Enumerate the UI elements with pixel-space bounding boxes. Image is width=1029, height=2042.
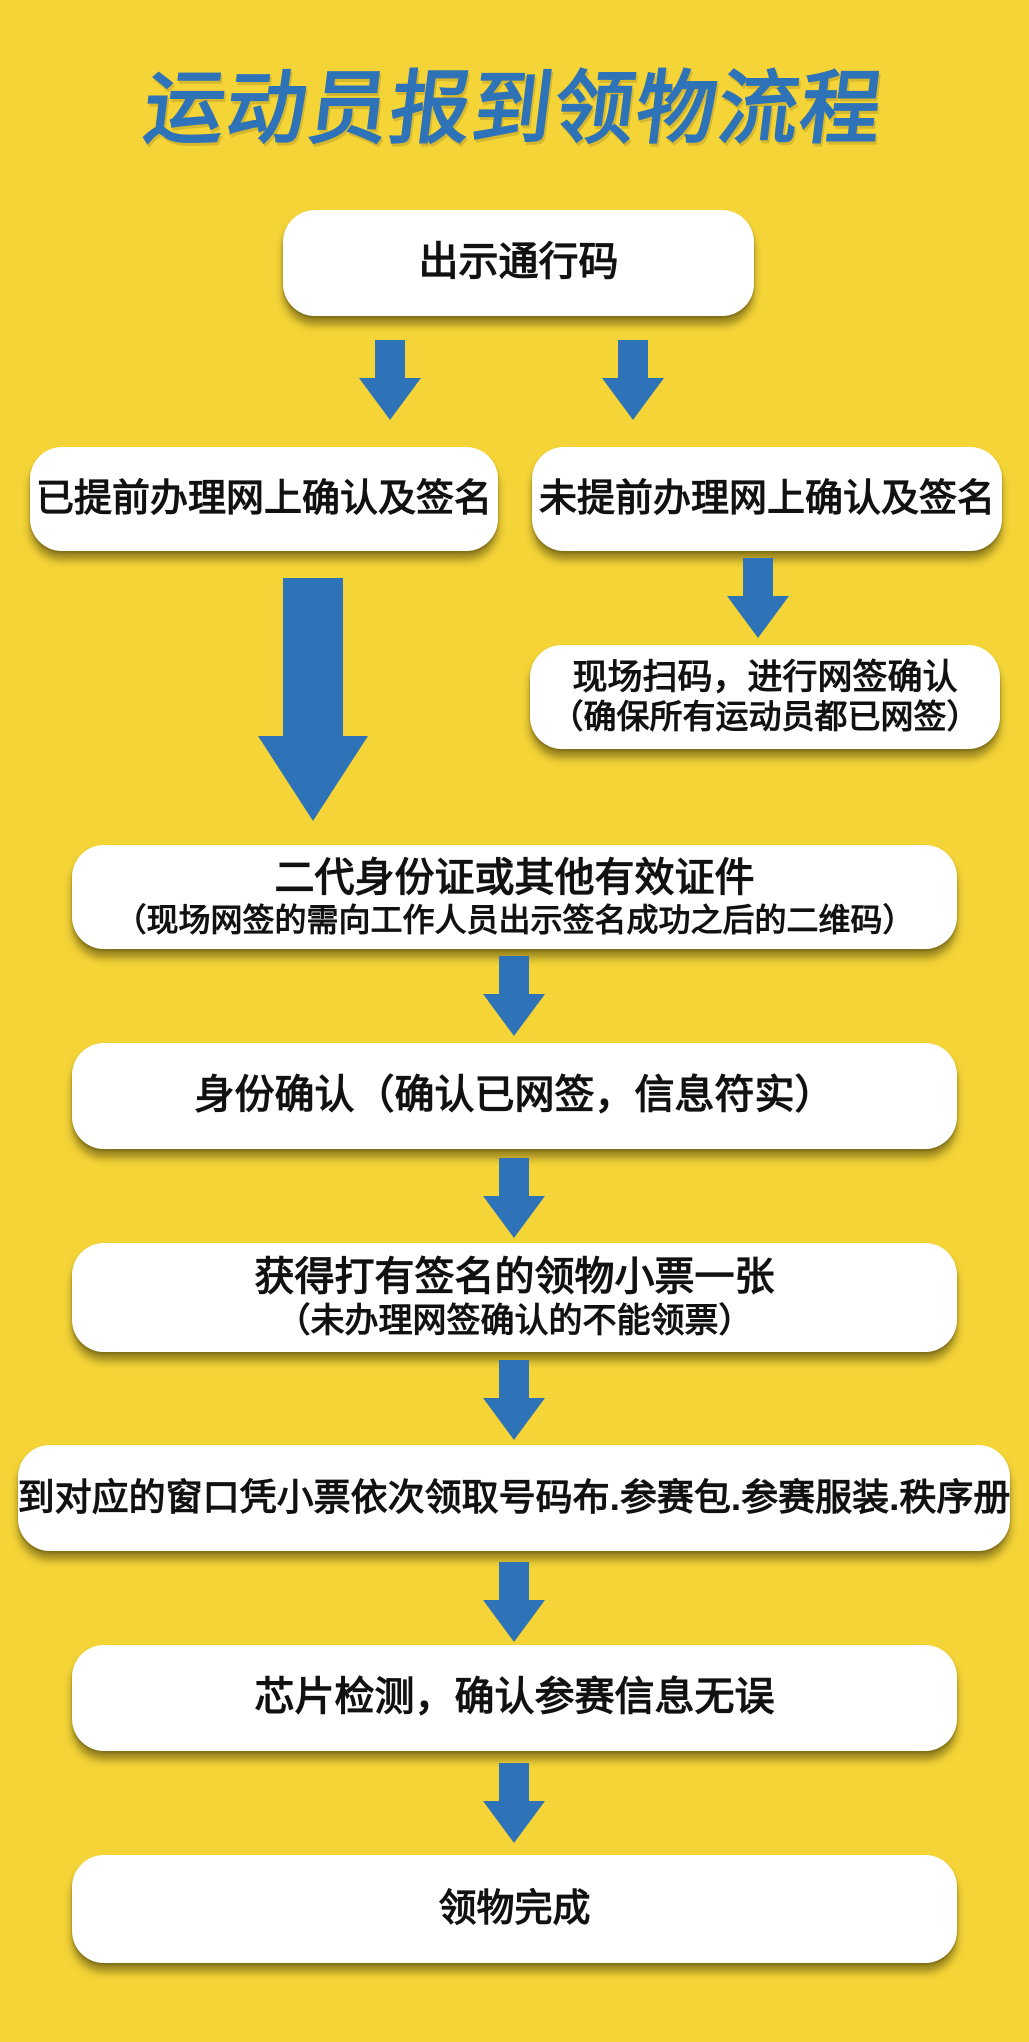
arrow-down-icon: [359, 340, 421, 420]
arrow-down-icon: [483, 956, 545, 1036]
node-done-label: 领物完成: [438, 1887, 591, 1930]
arrow-shaft: [743, 558, 773, 596]
node-get-ticket: 获得打有签名的领物小票一张 （未办理网签确认的不能领票）: [72, 1243, 957, 1352]
page-title: 运动员报到领物流程: [139, 64, 889, 153]
arrow-down-icon: [727, 558, 789, 638]
arrow-head: [483, 994, 545, 1036]
node-done: 领物完成: [72, 1855, 957, 1963]
node-show-pass-label: 出示通行码: [418, 240, 619, 285]
arrow-head: [483, 1600, 545, 1642]
node-id-card-line1: 二代身份证或其他有效证件: [274, 855, 755, 900]
node-onsite-scan-line2: （确保所有运动员都已网签）: [550, 698, 980, 736]
node-window-collect-label: 到对应的窗口凭小票依次领取号码布.参赛包.参赛服装.秩序册: [17, 1477, 1011, 1519]
arrow-head: [602, 378, 664, 420]
arrow-head: [727, 596, 789, 638]
arrow-head: [483, 1196, 545, 1238]
arrow-shaft: [499, 1360, 529, 1398]
arrow-head: [483, 1801, 545, 1843]
arrow-shaft: [499, 1158, 529, 1196]
arrow-head: [359, 378, 421, 420]
node-show-pass: 出示通行码: [283, 210, 754, 316]
node-chip-check: 芯片检测，确认参赛信息无误: [72, 1645, 957, 1751]
arrow-down-icon: [602, 340, 664, 420]
arrow-down-icon: [483, 1360, 545, 1440]
arrow-shaft: [618, 340, 648, 378]
node-not-pre-confirmed: 未提前办理网上确认及签名: [532, 447, 1002, 551]
node-get-ticket-line2: （未办理网签确认的不能领票）: [276, 1302, 753, 1341]
arrow-head: [258, 736, 368, 821]
node-pre-confirmed: 已提前办理网上确认及签名: [30, 447, 498, 551]
node-onsite-scan: 现场扫码，进行网签确认 （确保所有运动员都已网签）: [530, 645, 1000, 749]
node-id-card-line2: （现场网签的需向工作人员出示签名成功之后的二维码）: [114, 901, 915, 938]
arrow-down-icon: [483, 1562, 545, 1642]
node-identity-confirm: 身份确认（确认已网签，信息符实）: [72, 1043, 957, 1149]
long-arrow-down-icon: [258, 578, 368, 821]
node-get-ticket-line1: 获得打有签名的领物小票一张: [254, 1254, 775, 1299]
arrow-down-icon: [483, 1158, 545, 1238]
arrow-shaft: [375, 340, 405, 378]
arrow-head: [483, 1398, 545, 1440]
arrow-shaft: [283, 578, 343, 736]
arrow-down-icon: [483, 1763, 545, 1843]
node-chip-check-label: 芯片检测，确认参赛信息无误: [254, 1675, 775, 1720]
node-not-pre-confirmed-label: 未提前办理网上确认及签名: [538, 477, 995, 520]
node-pre-confirmed-label: 已提前办理网上确认及签名: [35, 477, 492, 520]
node-id-card: 二代身份证或其他有效证件 （现场网签的需向工作人员出示签名成功之后的二维码）: [72, 845, 957, 949]
arrow-shaft: [499, 956, 529, 994]
node-onsite-scan-line1: 现场扫码，进行网签确认: [572, 657, 958, 697]
arrow-shaft: [499, 1562, 529, 1600]
node-identity-confirm-label: 身份确认（确认已网签，信息符实）: [194, 1073, 835, 1118]
node-window-collect: 到对应的窗口凭小票依次领取号码布.参赛包.参赛服装.秩序册: [18, 1445, 1010, 1551]
arrow-shaft: [499, 1763, 529, 1801]
